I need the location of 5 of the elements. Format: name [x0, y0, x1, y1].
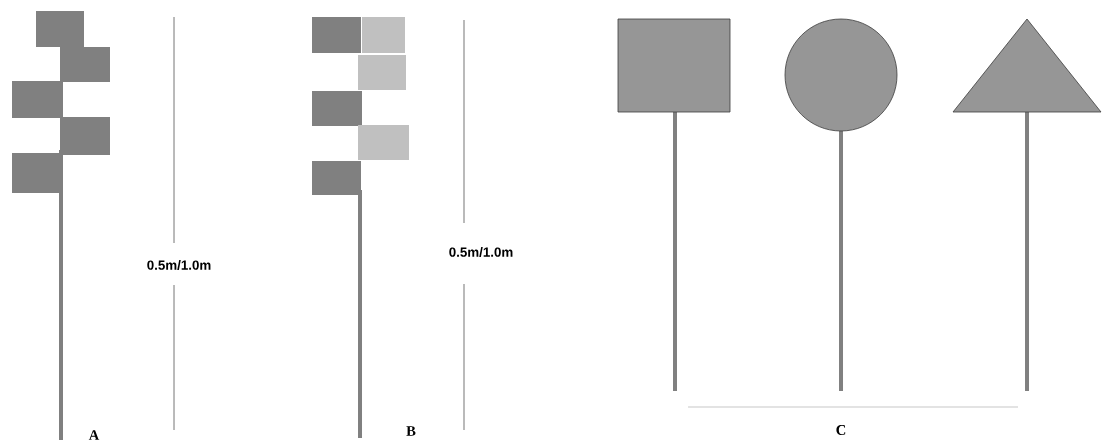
dimension-label: 0.5m/1.0m [449, 247, 513, 257]
panel-label: C [836, 425, 846, 435]
dimension-label: 0.5m/1.0m [147, 260, 211, 270]
panel-label: A [88, 430, 100, 440]
panel-label: B [406, 426, 416, 436]
